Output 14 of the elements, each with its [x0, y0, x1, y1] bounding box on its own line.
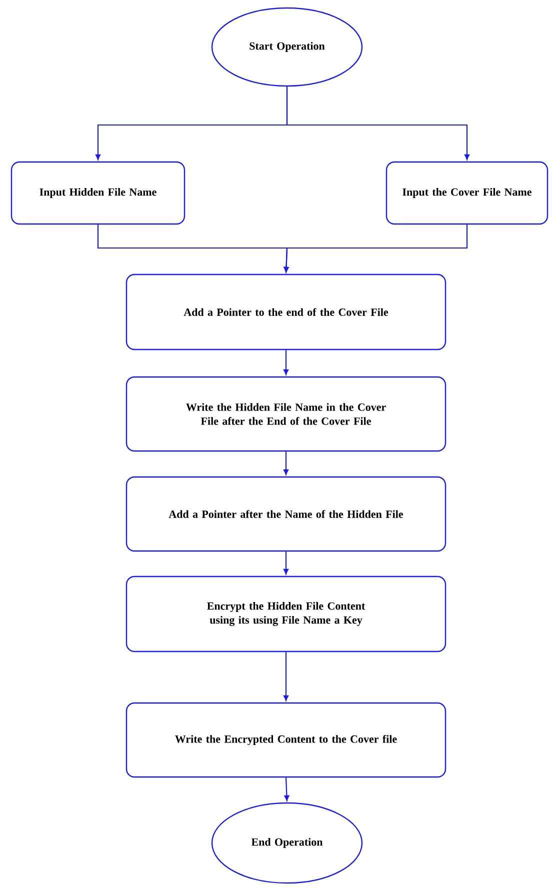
process-box: Add a Pointer to the end of the Cover File — [126, 274, 446, 350]
arrow — [283, 452, 289, 475]
process-box: Input Hidden File Name — [10, 161, 186, 225]
arrow — [283, 350, 289, 375]
arrow — [283, 652, 289, 701]
process-box: Write the Encrypted Content to the Cover file — [126, 702, 446, 778]
arrow — [284, 224, 468, 272]
process-box: Encrypt the Hidden File Content using its using File Name a Key — [126, 576, 446, 652]
arrow — [283, 552, 289, 574]
arrow — [284, 778, 290, 801]
process-box: Add a Pointer after the Name of the Hidden File — [126, 476, 446, 552]
process-box: Write the Hidden File Name in the Cover File after the End of the Cover File — [126, 376, 446, 452]
process-box: Input the Cover File Name — [386, 161, 548, 225]
arrow — [286, 86, 470, 160]
